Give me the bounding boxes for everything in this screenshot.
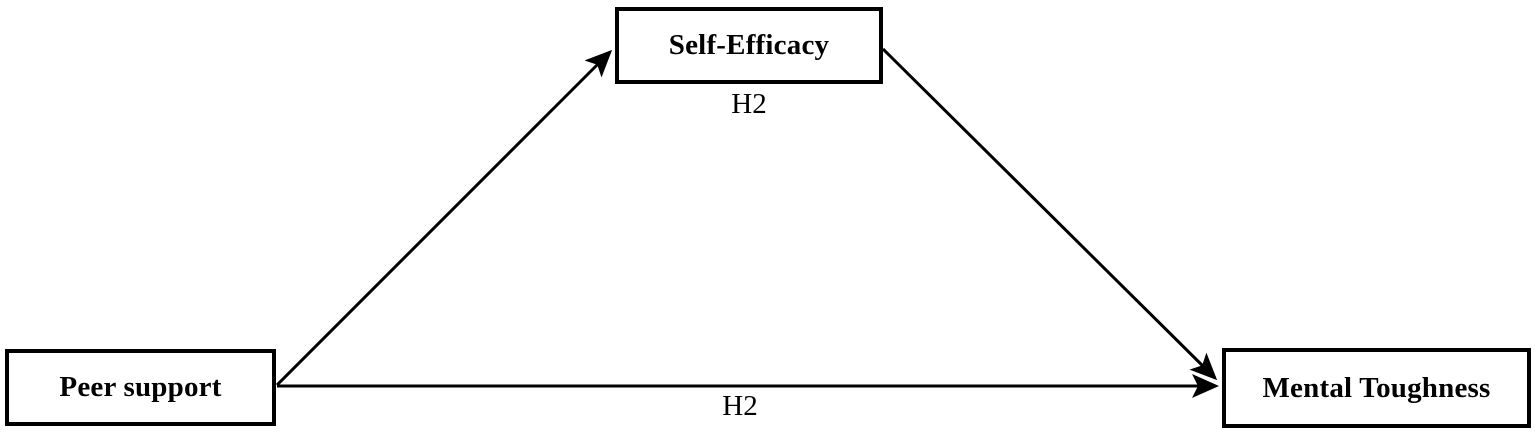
node-mental-toughness: Mental Toughness xyxy=(1222,348,1531,428)
edge-label-direct-path: H2 xyxy=(722,390,758,422)
node-peer-support: Peer support xyxy=(5,349,276,426)
node-peer-support-label: Peer support xyxy=(59,371,222,403)
arrow-predictor-to-mediator xyxy=(275,49,613,387)
node-self-efficacy-label: Self-Efficacy xyxy=(668,29,830,61)
arrow-mediator-to-outcome xyxy=(881,47,1218,381)
edge-label-mediation-path: H2 xyxy=(731,88,767,120)
node-self-efficacy: Self-Efficacy xyxy=(615,7,883,84)
node-mental-toughness-label: Mental Toughness xyxy=(1262,371,1491,404)
